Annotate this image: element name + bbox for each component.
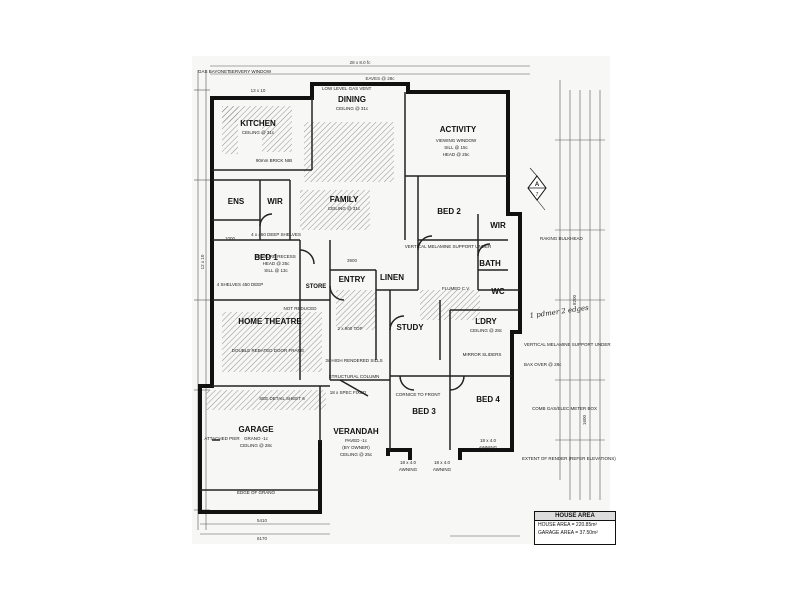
- dim-1000: 1000: [225, 236, 236, 241]
- room-linen: LINEN: [380, 273, 404, 282]
- dimension-text: 28 x 8.0 fc EAVES @ 28c 13 x 10 5410 617…: [200, 60, 587, 541]
- note-picture-recess: PICTURE RECESS: [256, 254, 296, 259]
- note-vertical-melamine-2: VERTICAL MELAMINE SUPPORT UNDER: [524, 342, 611, 347]
- room-wc: WC: [491, 287, 505, 296]
- note-extent-of-render: EXTENT OF RENDER (REFER ELEVATIONS): [522, 456, 616, 461]
- note-activity-head: HEAD @ 25c: [443, 152, 471, 157]
- plan-notes: SERVERY WINDOW GAS BAYONET LOW LEVEL GAS…: [198, 69, 616, 495]
- note-comb-gas-meter: COMB GAS/ELEC METER BOX: [532, 406, 597, 411]
- note-verandah-ceiling: CEILING @ 25c: [340, 452, 373, 457]
- note-low-level-gas-vent: LOW LEVEL GAS VENT: [322, 86, 372, 91]
- room-kitchen: KITCHEN: [240, 119, 276, 128]
- note-ldry-ceiling: CEILING @ 28c: [470, 328, 503, 333]
- house-area-title: HOUSE AREA: [535, 512, 615, 521]
- note-kitchen-ceiling: CEILING @ 31c: [242, 130, 275, 135]
- room-ldry: LDRY: [475, 317, 497, 326]
- note-vertical-melamine: VERTICAL MELAMINE SUPPORT UNDER: [405, 244, 492, 249]
- note-mirror-sliders: MIRROR SLIDERS: [463, 352, 502, 357]
- note-awning-size-1: 18 x 4.0: [400, 460, 417, 465]
- dimension-lines-right: [555, 80, 605, 500]
- note-viewing-window: VIEWING WINDOW: [436, 138, 477, 143]
- room-verandah: VERANDAH: [333, 427, 379, 436]
- room-garage: GARAGE: [238, 425, 274, 434]
- compass-label: A: [535, 182, 540, 188]
- note-awning-3: AWNING: [479, 445, 498, 450]
- room-study: STUDY: [396, 323, 424, 332]
- room-entry: ENTRY: [339, 275, 366, 284]
- note-not-reduced: NOT REDUCED: [284, 306, 318, 311]
- dimension-lines-bottom: [200, 523, 520, 537]
- dim-1600: 1600: [582, 414, 587, 425]
- note-double-rebated: DOUBLE REBATED DOOR FRAME: [232, 348, 304, 353]
- house-area-value: HOUSE AREA = 220.85m²: [538, 522, 598, 528]
- dim-bottom-2: 6170: [257, 536, 268, 541]
- note-cornice-to-front: CORNICE TO FRONT: [396, 392, 441, 397]
- room-home-theatre: HOME THEATRE: [238, 317, 302, 326]
- room-bed1: BED 1: [254, 253, 278, 262]
- dim-eaves: EAVES @ 28c: [366, 76, 396, 81]
- interior-walls: [200, 92, 520, 491]
- dim-8200: 8200: [572, 294, 577, 305]
- note-family-ceiling: CEILING @ 31c: [328, 206, 361, 211]
- note-handwritten: 1 pdmer 2 edges: [529, 304, 589, 320]
- note-verandah-owner: (BY OWNER): [342, 445, 370, 450]
- dimension-lines-top: [210, 65, 530, 75]
- dim-top: 28 x 8.0 fc: [350, 60, 372, 65]
- note-see-detail: SEE DETAIL SHEET 6: [259, 396, 305, 401]
- room-ens: ENS: [228, 197, 245, 206]
- note-bed1-sill: SILL @ 13c: [264, 268, 288, 273]
- room-bed4: BED 4: [476, 395, 500, 404]
- house-area-table: HOUSE AREA HOUSE AREA = 220.85m² GARAGE …: [534, 511, 616, 545]
- note-awning-1: AWNING: [399, 467, 418, 472]
- note-shelves-bed1: 4 SHELVES 450 DEEP: [217, 282, 263, 287]
- note-bed1-head: HEAD @ 25c: [263, 261, 291, 266]
- hatched-areas: [206, 106, 480, 410]
- room-wir-2: WIR: [490, 221, 506, 230]
- room-labels: DINING KITCHEN ACTIVITY FAMILY BED 2 ENS…: [228, 95, 506, 436]
- door-swings: [259, 213, 491, 397]
- note-activity-sill: SILL @ 15c: [444, 145, 468, 150]
- note-brick-nib: 90mm BRICK NIB: [256, 158, 292, 163]
- note-awning-size-3: 18 x 4.0: [480, 438, 497, 443]
- note-garage-grano: GRANO -1c: [244, 436, 269, 441]
- note-garage-ceiling: CEILING @ 28c: [240, 443, 273, 448]
- garage-area-value: GARAGE AREA = 37.50m²: [538, 530, 598, 536]
- compass-marker: A 7: [527, 167, 547, 211]
- room-bed3: BED 3: [412, 407, 436, 416]
- dim-3900: 3900: [347, 258, 358, 263]
- exterior-walls: [198, 82, 522, 514]
- note-awning-size-2: 18 x 4.0: [434, 460, 451, 465]
- room-bath: BATH: [479, 259, 501, 268]
- note-attached-pier: ATTACHED PIER: [204, 436, 240, 441]
- room-family: FAMILY: [330, 195, 359, 204]
- note-flumed-cv: FLUMED C.V.: [442, 286, 470, 291]
- dim-bottom-1: 5410: [257, 518, 268, 523]
- compass-sub: 7: [536, 192, 539, 198]
- note-spec-fixed: 18 x SPEC FIXED: [330, 390, 367, 395]
- note-servery-window: SERVERY WINDOW: [229, 69, 272, 74]
- note-edge-of-grano: EDGE OF GRANO: [237, 490, 276, 495]
- dim-door-pair: 2 x 900 TDP: [338, 326, 363, 331]
- note-shelves: 4 x 450 DEEP SHELVES: [251, 232, 301, 237]
- note-rendered-sills: 3c HIGH RENDERED SILLS: [325, 358, 382, 363]
- note-raking-bulkhead: RAKING BULKHEAD: [540, 236, 584, 241]
- note-verandah-paved: PAVED -1c: [345, 438, 368, 443]
- room-dining: DINING: [338, 95, 366, 104]
- room-store: STORE: [306, 284, 327, 290]
- room-bed2: BED 2: [437, 207, 461, 216]
- room-wir-1: WIR: [267, 197, 283, 206]
- dim-kitchen-width: 13 x 10: [251, 88, 266, 93]
- note-awning-2: AWNING: [433, 467, 452, 472]
- note-gas-bayonet: GAS BAYONET: [198, 69, 230, 74]
- note-structural-column: STRUCTURAL COLUMN: [329, 374, 380, 379]
- note-dining-ceiling: CEILING @ 31c: [336, 106, 369, 111]
- dim-left-1: 12 x 10: [200, 254, 205, 269]
- note-max-over: BAX OVER @ 28c: [524, 362, 562, 367]
- room-activity: ACTIVITY: [440, 125, 477, 134]
